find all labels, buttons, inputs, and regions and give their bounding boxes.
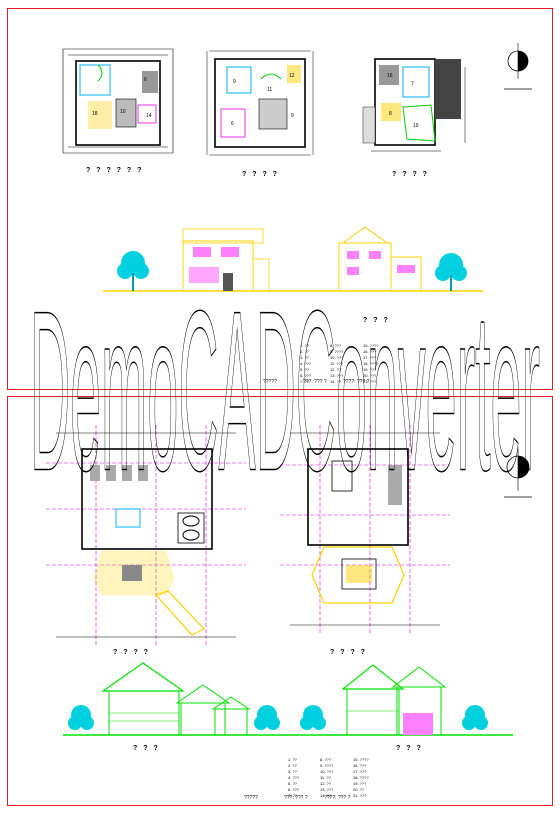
elevation-label-top: ? ? ? bbox=[363, 317, 390, 324]
legend-top-right: 15. ????16. ???17. ???18. ????19. ???20.… bbox=[363, 343, 379, 384]
elevation-label-bottom-2: ? ? ? bbox=[396, 745, 423, 752]
svg-text:10: 10 bbox=[120, 109, 126, 115]
svg-text:18: 18 bbox=[92, 111, 98, 117]
bottom-elevations bbox=[63, 659, 513, 744]
legend-bottom-mid: 8. ???9. ????10. ???11. ??12. ??13. ???1… bbox=[320, 757, 334, 798]
title-block-bottom-3: ????: ??? ? bbox=[324, 795, 351, 801]
legend-top-left: 1. ??2. ??3. ??4. ???5. ??6. ???7. ?? bbox=[300, 343, 312, 384]
north-arrow-icon-bottom bbox=[498, 427, 538, 507]
plan-label-bottom-1: ? ? ? ? bbox=[113, 649, 150, 656]
plan-label-1: ? ? ? ? ? ? bbox=[86, 167, 144, 174]
title-block-top-1: ????? bbox=[263, 379, 277, 385]
legend-top-mid: 8. ???9. ????10. ???11. ???12. ??13. ???… bbox=[330, 343, 344, 384]
title-block-bottom-2: ???: ??? ? bbox=[284, 795, 308, 801]
first-floor-plan-bottom bbox=[280, 425, 450, 635]
legend-bottom-left: 1. ??2. ??3. ??4. ???5. ??6. ???7. ?? bbox=[288, 757, 300, 798]
bottom-drawing-sheet: ? ? ? ? ? ? ? ? bbox=[7, 396, 553, 806]
svg-text:6: 6 bbox=[144, 77, 147, 83]
ground-floor-plan-bottom bbox=[46, 425, 246, 647]
title-block-top-2: ???: ??? ? bbox=[303, 379, 327, 385]
svg-text:14: 14 bbox=[146, 113, 152, 119]
roof-floor-plan: 16 8 19 7 bbox=[351, 47, 476, 157]
first-floor-plan: 9 11 12 6 9 bbox=[201, 39, 321, 164]
plan-label-2: ? ? ? ? bbox=[242, 171, 279, 178]
svg-text:9: 9 bbox=[291, 113, 294, 119]
elevation-label-bottom-1: ? ? ? bbox=[133, 745, 160, 752]
ground-floor-plan: 18 10 14 6 bbox=[58, 41, 178, 161]
plan-label-3: ? ? ? ? bbox=[392, 171, 429, 178]
svg-text:11: 11 bbox=[267, 87, 272, 93]
top-elevations bbox=[103, 219, 483, 304]
svg-text:12: 12 bbox=[289, 73, 295, 79]
top-drawing-sheet: 18 10 14 6 ? ? ? ? ? ? 9 11 12 6 9 ? ? ? ? 16 8 bbox=[7, 8, 553, 390]
svg-text:7: 7 bbox=[411, 81, 414, 87]
svg-text:19: 19 bbox=[413, 123, 419, 129]
svg-text:9: 9 bbox=[233, 79, 236, 85]
title-block-bottom-1: ????? bbox=[244, 795, 258, 801]
svg-text:16: 16 bbox=[387, 73, 393, 79]
north-arrow-icon bbox=[498, 39, 538, 99]
svg-text:6: 6 bbox=[231, 121, 234, 127]
plan-label-bottom-2: ? ? ? ? bbox=[330, 649, 367, 656]
svg-text:8: 8 bbox=[389, 111, 392, 117]
legend-bottom-right: 15. ????16. ???17. ???18. ????19. ???20.… bbox=[353, 757, 369, 798]
title-block-top-3: ????: ??? ? bbox=[343, 379, 370, 385]
